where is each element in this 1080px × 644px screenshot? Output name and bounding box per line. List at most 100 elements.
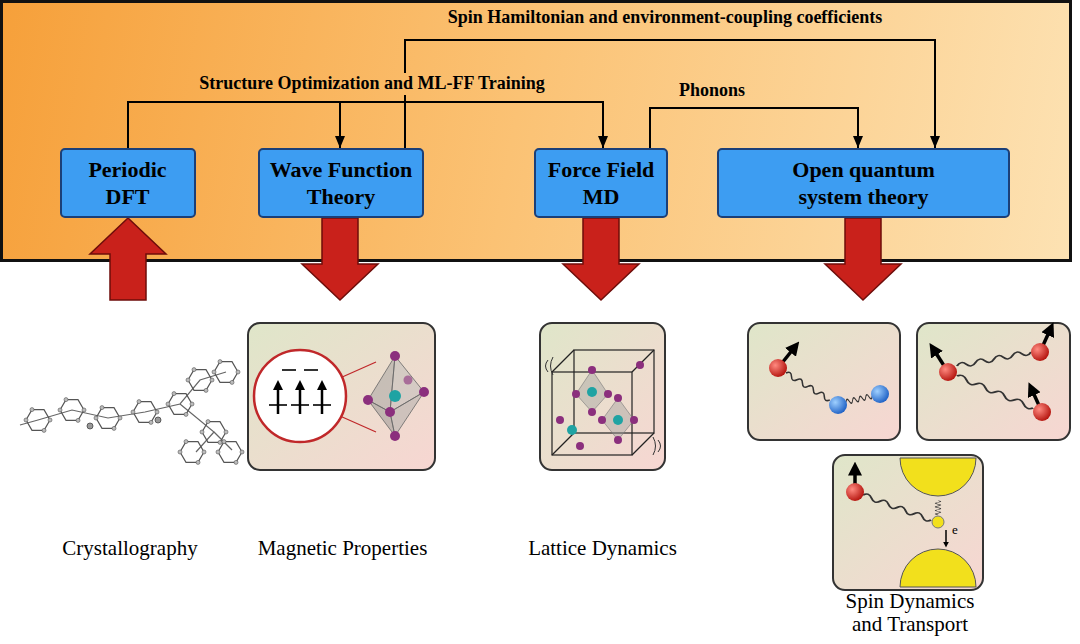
caption-text: Magnetic Properties [258,537,428,562]
lattice-panel-part [552,433,574,455]
lattice-panel-part [598,416,606,424]
transport-panel-part [932,516,944,528]
method-title: Wave Function Theory [266,156,416,211]
spin-panel-part [917,323,1070,440]
molecule-drawing-part [87,423,93,429]
data-flow-arrow [650,108,858,148]
output-area: Lattice Dynamics [520,300,685,562]
magnetic-panel-part [248,323,435,470]
lattice-panel-part [632,433,654,455]
spin-panel-part [829,396,847,414]
lattice-panel-part [576,370,608,412]
method-box: Wave Function Theory [258,148,424,218]
method-title: Force Field MD [542,156,660,211]
transport-panel-part [833,455,983,590]
transport-panel-part [846,483,864,501]
transport-panel-part [862,493,932,523]
lattice-panel-part [613,415,623,425]
molecule-drawing-part [58,398,86,423]
spin-panel-part [1033,403,1051,421]
caption-text: Lattice Dynamics [528,537,677,562]
spin-panel-part [1031,343,1049,361]
edge-label: Phonons [675,80,749,102]
lattice-panel-part [576,442,584,450]
lattice-panel-part [614,394,622,402]
caption-text: Spin Dynamics and Transport [835,590,985,638]
spin-panel-part [957,350,1032,369]
caption-text: Crystallography [62,537,197,562]
lattice-panel [540,323,665,470]
output-arrow [825,218,901,300]
spin-panel-part [871,385,889,403]
lattice-panel-part [540,323,665,470]
molecule-drawing-part [180,404,214,452]
data-flow-arrow [128,102,340,148]
method-box: Periodic DFT [60,148,196,218]
output-area: Crystallography [15,300,245,562]
lattice-panel-part [567,425,577,435]
magnetic-panel-part [419,387,429,397]
lattice-panel-part [588,408,596,416]
transport-panel-part [945,530,947,544]
spin-panel-part [785,371,831,402]
spin-panel-part [769,359,787,377]
lattice-panel-part [602,398,634,440]
lattice-panel-part [587,387,597,397]
method-box: Force Field MD [534,148,668,218]
spin-panel-part [845,394,872,405]
magnetic-panel-part [304,369,318,371]
lattice-panel-part [588,366,596,374]
output-arrow [563,218,639,300]
molecule-drawing-part [24,408,52,433]
magnetic-panel-part [385,407,395,417]
molecule-drawing-part [212,360,240,385]
magnetic-panel-part [363,395,373,405]
lattice-panel-part [552,350,574,372]
magnetic-panel-part [321,386,324,414]
output-area: Spin Dynamics and Transport [748,300,1072,638]
transport-panel-part [900,549,976,587]
molecule-drawing-part [94,406,122,431]
method-title: Periodic DFT [68,156,188,211]
method-title: Open quantum system theory [764,156,964,211]
method-box: Open quantum system theory [717,148,1010,218]
molecule-drawing [20,360,244,465]
lattice-panel-part [632,350,654,372]
lattice-panel-part [614,436,622,444]
spin-panel [917,323,1070,440]
lattice-panel-part [604,390,612,398]
lattice-panel-part [574,350,654,433]
lattice-panel-part [630,416,638,424]
transport-panel-part [936,501,941,515]
output-arrow [90,218,166,300]
molecule-drawing-part [178,440,206,465]
transport-panel [833,455,983,590]
output-arrow [302,218,378,300]
magnetic-panel-part [254,350,346,442]
spin-panel-part [939,363,957,381]
edge-label: Spin Hamiltonian and environment-couplin… [444,7,887,29]
magnetic-panel-part [277,386,280,414]
transport-panel-part [900,458,976,496]
molecule-drawing-part [186,368,214,393]
magnetic-panel-part [404,376,413,385]
output-area: Magnetic Properties [245,300,440,562]
molecule-drawing-part [155,417,161,423]
lattice-panel-part [556,416,564,424]
spin-panel [748,323,900,440]
molecule-drawing-part [216,440,244,465]
magnetic-panel-part [340,362,376,378]
lattice-panel-part [572,390,580,398]
lattice-panel-part [546,357,661,455]
magnetic-panel-part [390,351,400,361]
magnetic-panel-part [282,369,296,371]
magnetic-panel-part [340,416,376,432]
lattice-panel-part [636,361,644,369]
magnetic-panel-part [390,431,400,441]
data-flow-arrow [128,102,603,148]
edge-label: Structure Optimization and ML-FF Trainin… [195,73,548,95]
spin-panel-part [956,374,1034,411]
spin-panel-part [748,323,900,440]
magnetic-panel-part [389,390,401,402]
